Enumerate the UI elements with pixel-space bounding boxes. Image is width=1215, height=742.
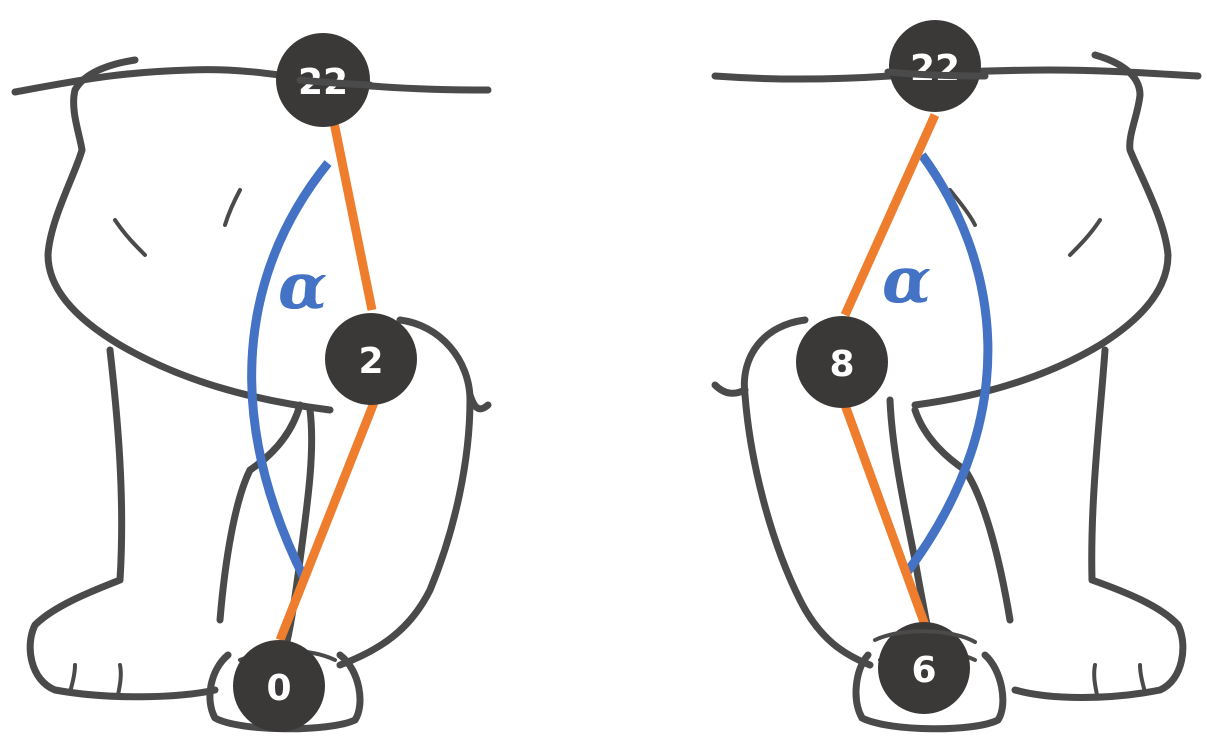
keypoint-label: 0 [266,668,291,709]
left-keypoint-middle: 2 [325,313,417,405]
left-back-line-overlay [296,76,374,89]
left-fur-mark-1 [113,218,147,257]
right-dog-outline [711,51,1202,733]
left-paw-toe-2 [116,663,123,697]
left-keypoint-bottom: 0 [233,640,325,732]
right-shoulder-bump [711,381,749,397]
right-paw-toe-2 [1092,663,1099,697]
right-back-line-overlay [884,68,989,80]
right-paw-arc-overlay [873,629,977,644]
left-paw-toe-1 [68,663,77,694]
keypoint-label: 8 [829,344,854,385]
right-limb-lower [840,403,930,627]
right-near-leg-front [740,316,874,669]
right-angle-arc [901,152,993,578]
right-keypoint-top: 22 [889,20,981,112]
left-angle-label: α [278,249,327,324]
right-keypoint-middle: 8 [796,316,888,408]
right-limb-upper [840,113,940,317]
keypoint-label: 2 [358,341,383,382]
right-angle-label: α [882,243,931,318]
keypoint-label: 6 [911,650,936,691]
right-neck-curve [911,51,1172,409]
left-neck-curve [44,56,334,414]
left-back-line [11,66,492,96]
right-fur-mark-1 [1068,218,1102,257]
left-far-leg-inner [216,401,304,624]
right-keypoint-bottom: 6 [878,622,970,714]
left-near-leg-front [336,316,474,669]
right-front-paw [852,651,1007,733]
right-far-leg-inner [911,406,1014,624]
right-fur-mark-2 [948,188,977,227]
right-paw-toe-1 [1138,663,1147,694]
left-shoulder-bump [466,391,492,413]
left-angle-arc [247,160,332,583]
right-far-leg [1011,346,1187,701]
left-limb-lower [275,398,380,642]
left-far-leg [26,346,219,701]
left-fur-mark-2 [223,188,242,227]
keypoint-label: 22 [910,48,960,89]
